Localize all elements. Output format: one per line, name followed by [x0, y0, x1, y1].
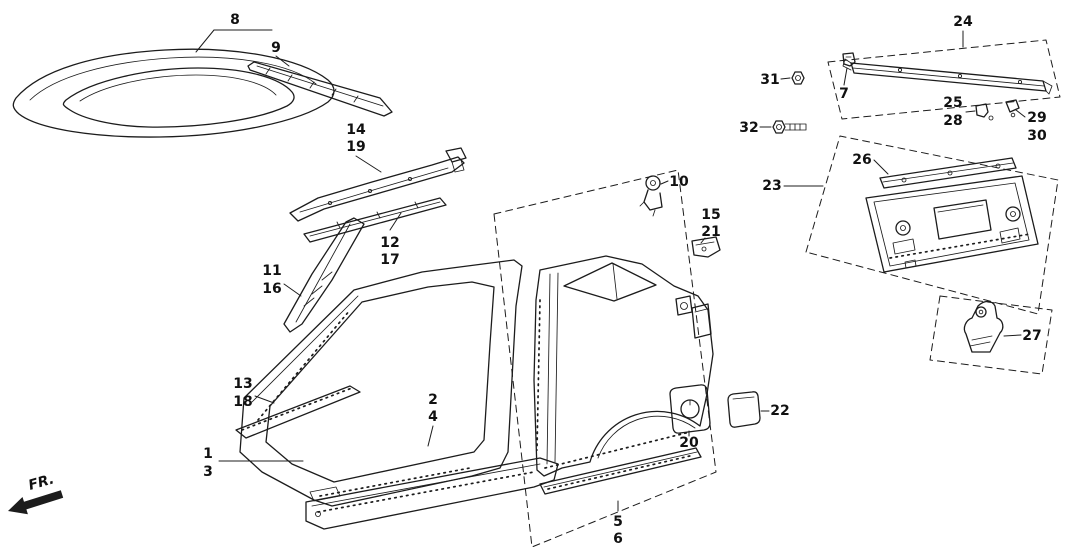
part-label-9[interactable]: 9 [271, 40, 281, 56]
part-label-6[interactable]: 6 [613, 531, 623, 547]
rear-rail-boundary [827, 39, 1061, 120]
part-label-1[interactable]: 1 [203, 446, 213, 462]
part-label-29[interactable]: 29 [1027, 110, 1046, 126]
leader-line [700, 237, 706, 244]
part-label-27[interactable]: 27 [1022, 328, 1041, 344]
side-sill-panel [305, 457, 559, 530]
small-bracket-10 [639, 175, 663, 217]
leader-line [873, 159, 889, 175]
part-label-28[interactable]: 28 [943, 113, 962, 129]
part-label-17[interactable]: 17 [380, 252, 399, 268]
rear-panel-23 [865, 175, 1039, 273]
leader-line [195, 29, 215, 53]
part-label-31[interactable]: 31 [760, 72, 779, 88]
rear-panel-upper-rail-26 [879, 157, 1017, 189]
rear-rail-24 [842, 58, 1053, 95]
bracket-27 [963, 300, 1004, 353]
part-label-7[interactable]: 7 [839, 86, 849, 102]
part-label-11[interactable]: 11 [262, 263, 281, 279]
quarter-sill-strip [539, 447, 702, 495]
leader-line [283, 283, 302, 297]
part-label-20[interactable]: 20 [679, 435, 699, 451]
part-label-2[interactable]: 2 [428, 392, 438, 408]
part-label-21[interactable]: 21 [701, 224, 720, 240]
leader-line [275, 55, 290, 67]
part-label-4[interactable]: 4 [428, 409, 438, 425]
bolt-32 [772, 120, 807, 134]
part-label-22[interactable]: 22 [770, 403, 789, 419]
front-pillar-upper-rail [303, 197, 447, 243]
part-label-30[interactable]: 30 [1027, 128, 1047, 144]
clip-7 [842, 52, 856, 67]
part-label-14[interactable]: 14 [346, 122, 366, 138]
part-label-32[interactable]: 32 [739, 120, 758, 136]
nut-31 [791, 71, 805, 85]
wheel-arch-flange [597, 415, 696, 459]
quarter-panel-boundary [493, 169, 717, 548]
part-label-5[interactable]: 5 [613, 514, 623, 530]
rear-panel-boundary [805, 135, 1059, 315]
leader-line [660, 180, 669, 185]
rear-quarter-panel [533, 255, 714, 495]
part-label-15[interactable]: 15 [701, 207, 720, 223]
roof-panel [12, 48, 335, 138]
part-label-19[interactable]: 19 [346, 139, 365, 155]
leader-line [355, 155, 382, 173]
front-pillar-garnish [283, 217, 365, 333]
fr-label: FR. [27, 471, 56, 494]
part-label-16[interactable]: 16 [262, 281, 281, 297]
part-label-18[interactable]: 18 [233, 394, 252, 410]
part-label-25[interactable]: 25 [943, 95, 962, 111]
fr-arrow-icon [8, 490, 64, 515]
leader-line [427, 425, 434, 447]
fastener-set-25-28 [975, 103, 994, 121]
fr-direction-indicator: FR. [8, 471, 64, 515]
part-label-12[interactable]: 12 [380, 235, 399, 251]
part-label-13[interactable]: 13 [233, 376, 252, 392]
front-roof-rail [289, 147, 467, 222]
leader-line [254, 395, 275, 404]
quarter-window-aperture [563, 262, 657, 302]
leader-line [389, 212, 402, 231]
access-plug-22 [727, 391, 761, 428]
fuel-filler-lid [669, 384, 711, 434]
roof-molding [247, 61, 393, 117]
leader-line [843, 67, 848, 86]
taillight-recess [691, 303, 712, 339]
corner-bracket-15-21 [691, 236, 721, 258]
sunroof-outline [62, 67, 295, 128]
part-label-8[interactable]: 8 [230, 12, 240, 28]
body-side-outer-panel [239, 259, 523, 507]
part-label-23[interactable]: 23 [762, 178, 781, 194]
leader-line [965, 110, 976, 113]
fastener-set-29-30 [1005, 99, 1020, 118]
leader-line [780, 77, 791, 80]
part-label-26[interactable]: 26 [852, 152, 871, 168]
bracket-27-boundary [929, 295, 1053, 375]
sunroof-inner-line [79, 74, 277, 102]
part-label-10[interactable]: 10 [669, 174, 689, 190]
part-label-3[interactable]: 3 [203, 464, 213, 480]
roof-inner-contour [29, 56, 317, 101]
part-label-24[interactable]: 24 [953, 14, 973, 30]
leader-line [1015, 109, 1026, 118]
callout-layer: 8914191217111613181324561015212022317322… [195, 12, 1047, 547]
fuel-opening [675, 295, 693, 316]
roof-outline [12, 48, 335, 138]
cowl-side-strip [235, 385, 361, 439]
leader-line [1003, 334, 1022, 337]
